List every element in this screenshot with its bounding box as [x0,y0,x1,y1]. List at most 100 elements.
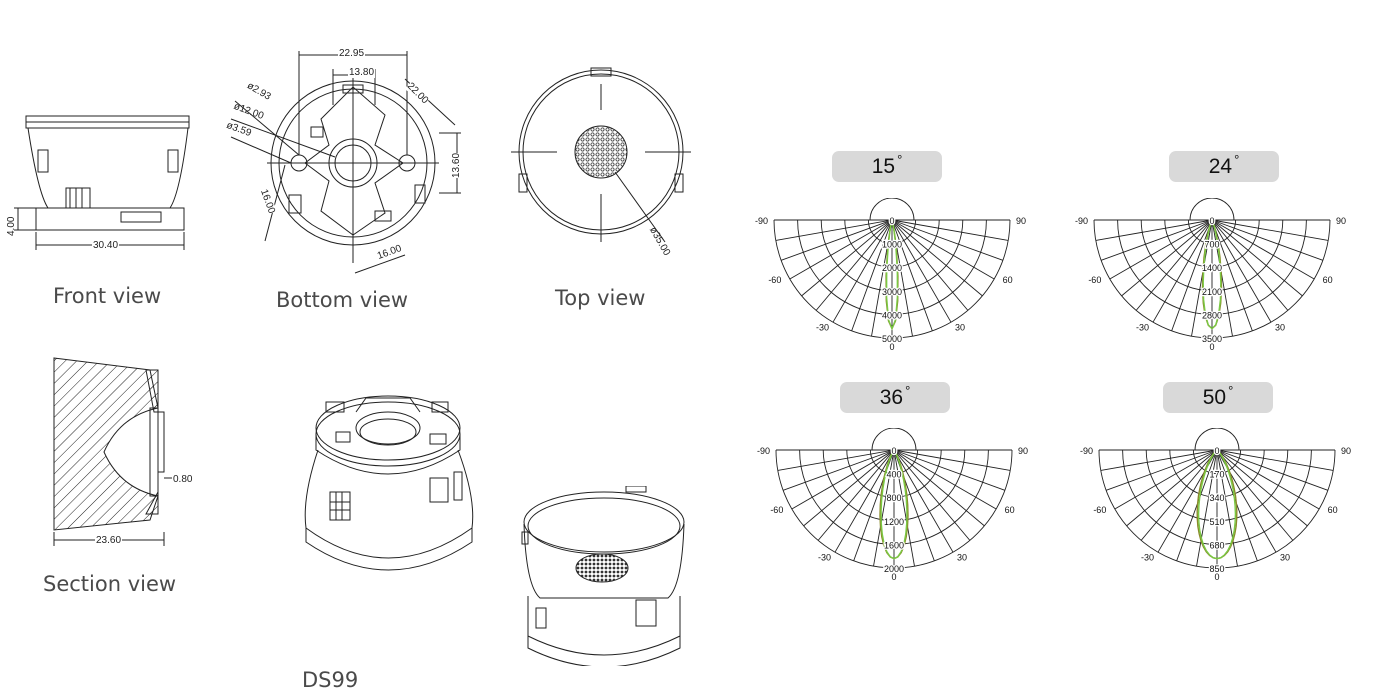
polar-ring-label: 1400 [1202,263,1222,273]
polar-angle-label: -30 [1136,323,1149,333]
polar-ring-label: 0 [1209,216,1214,226]
bottom-dim-1360: 13.60 [451,152,463,179]
polar-ring-label: 2800 [1202,310,1222,320]
polar-angle-label: 90 [1336,216,1346,226]
caption-top-view: Top view [555,286,646,310]
polar-angle-label: -90 [1075,216,1088,226]
iso-view-top-drawing [521,486,685,666]
beam-angle-unit: ° [1228,383,1234,398]
polar-ray [1216,449,1238,567]
polar-ray [1211,219,1289,311]
beam-angle-value: 36 [879,385,904,409]
polar-ray [1191,219,1213,337]
polar-ray [893,449,985,527]
polar-ray [832,219,893,323]
caption-bottom-view: Bottom view [276,288,409,312]
polar-ring-label: 170 [1209,470,1224,480]
polar-angle-label: 30 [957,553,967,563]
polar-ray [1109,219,1213,280]
polar-ray [1196,449,1218,567]
polar-ray [801,219,893,297]
polar-ray [891,219,969,311]
front-dim-height: 4.00 [6,216,17,236]
polar-angle-label: -90 [755,216,768,226]
polar-ray [789,219,893,280]
polar-ring-label: 680 [1209,540,1224,550]
section-dim-2360: 23.60 [95,535,123,546]
polar-ring-label: 2000 [884,564,904,574]
beam-angle-badge-50: 50° [1163,382,1273,413]
polar-ray [1211,219,1272,323]
polar-ray [893,449,1006,491]
polar-ray [1216,449,1308,527]
polar-angle-label: -30 [1141,553,1154,563]
polar-ring-label: 1200 [884,517,904,527]
intensity-curve [885,219,899,331]
polar-angle-label: -60 [1093,505,1106,515]
polar-angle-label: -90 [1080,446,1093,456]
polar-angle-label: 0 [889,342,894,352]
polar-angle-label: 0 [1214,572,1219,582]
polar-angle-label: 0 [891,572,896,582]
polar-ray [1176,449,1218,562]
polar-angle-label: -30 [818,553,831,563]
polar-ray [893,449,954,553]
polar-ray [891,219,1004,261]
polar-ray [1211,219,1329,241]
polar-angle-label: 60 [1323,275,1333,285]
polar-ring-label: 2100 [1202,287,1222,297]
polar-ray [1114,449,1218,510]
polar-ray [1216,449,1258,562]
polar-ring-label: 2000 [882,263,902,273]
polar-ray [1100,449,1218,471]
polar-ring-label: 0 [891,446,896,456]
polar-ray [891,219,983,297]
polar-ray [891,219,933,332]
polar-ring-label: 400 [886,470,901,480]
beam-angle-unit: ° [1234,152,1240,167]
polar-ray [893,449,915,567]
polar-angle-label: 30 [955,323,965,333]
polar-angle-label: 60 [1328,505,1338,515]
polar-ray [1105,449,1218,491]
polar-ring-label: 510 [1209,517,1224,527]
polar-ray [1211,219,1253,332]
polar-ray [893,449,971,541]
beam-angle-unit: ° [897,152,903,167]
polar-ring-label: 4000 [882,310,902,320]
polar-ray [1126,449,1218,527]
bottom-view-drawing [230,51,461,274]
polar-angle-label: 0 [1209,342,1214,352]
polar-ring-label: 5000 [882,334,902,344]
beam-angle-badge-24: 24° [1169,151,1279,182]
polar-ray [1152,219,1213,323]
section-dim-080: 0.80 [173,474,193,485]
caption-front-view: Front view [53,284,162,308]
polar-ring-label: 1600 [884,540,904,550]
polar-ray [1211,219,1324,261]
polar-angle-label: -90 [757,446,770,456]
polar-angle-label: -60 [770,505,783,515]
polar-ray [803,449,895,527]
polar-ray [1216,449,1329,491]
polar-ray [1140,449,1218,541]
beam-angle-unit: ° [905,383,911,398]
polar-ray [893,449,997,510]
polar-ray [1216,449,1334,471]
polar-angle-label: -60 [768,275,781,285]
polar-ray [1211,219,1315,280]
polar-ray [1100,219,1213,261]
front-view-drawing [14,115,190,250]
polar-ray [873,449,895,567]
polar-ray [777,449,895,471]
polar-ray [1121,219,1213,297]
front-dim-width: 30.40 [92,240,120,251]
iso-view-bottom-drawing [304,395,474,571]
polar-angle-label: 90 [1018,446,1028,456]
polar-ring-label: 0 [1214,446,1219,456]
polar-ray [780,219,893,261]
